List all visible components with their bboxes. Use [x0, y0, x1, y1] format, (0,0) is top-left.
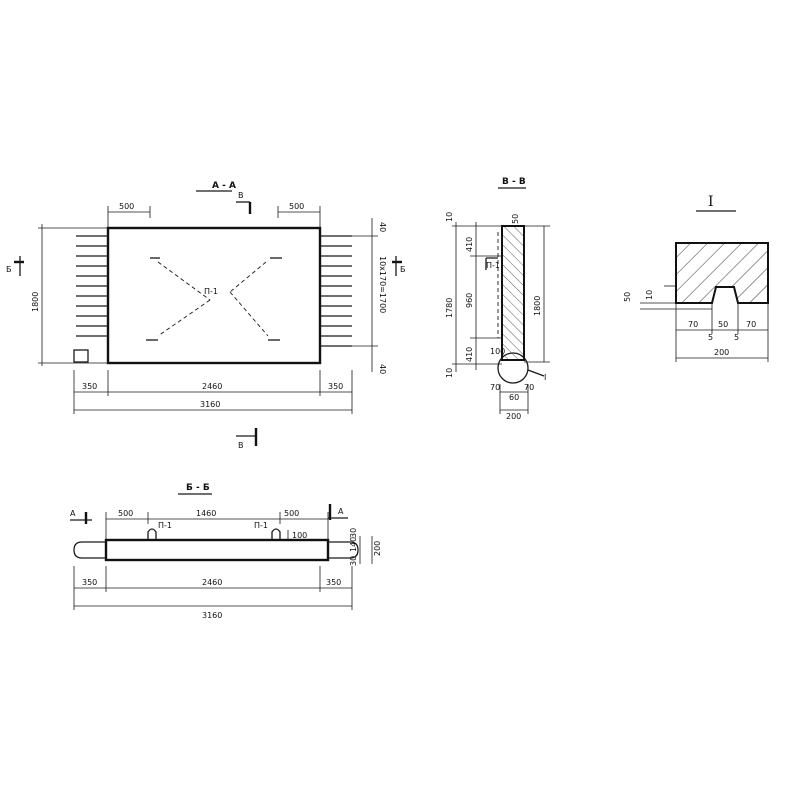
section-vv-dim-w-total: 200 [506, 412, 521, 421]
plan-side-dims: 40 10х170=1700 40 [352, 218, 387, 374]
section-bb-dim-mid: 2460 [202, 578, 222, 587]
section-bb-dim-v1: 30 [349, 556, 358, 566]
plan-dim-side-bot: 40 [378, 364, 387, 374]
detail-I-section [675, 242, 769, 304]
section-vv-loop [485, 257, 498, 270]
section-bb-loop-2 [271, 528, 281, 540]
section-vv-detail-circle [497, 352, 529, 384]
detail-I-dim-left-h: 50 [623, 292, 632, 302]
plan-loops: П-1 [146, 257, 282, 341]
plan-cut-v-bot: В [238, 441, 244, 450]
section-vv-dim-total: 1780 [445, 298, 454, 318]
detail-I-dim-s2: 5 [734, 333, 739, 342]
section-bb-dim-v2: 140 [349, 537, 358, 552]
plan-top-dims: 500 500 [107, 202, 321, 228]
detail-I-dim-total: 200 [714, 348, 729, 357]
plan-dim-top-left: 500 [119, 202, 134, 211]
plan-bottom-dims: 350 2460 350 3160 [73, 370, 353, 414]
detail-I-dim-s1: 5 [708, 333, 713, 342]
section-bb-dim-top-mid: 1460 [196, 509, 216, 518]
section-vv-slab [501, 225, 525, 361]
section-vv-detail-callout: I [544, 373, 546, 382]
plan-dim-left: 350 [82, 382, 97, 391]
section-vv-dim-w2: 60 [509, 393, 519, 402]
plan-cut-v-top: В [238, 191, 244, 200]
section-bb-loop-label-1: П-1 [158, 521, 172, 530]
section-vv-dim-t: 50 [511, 214, 520, 224]
plan-height-dim: 1800 [31, 224, 108, 366]
section-vv-dim-overall: 1800 [533, 296, 542, 316]
detail-I-dim-w3: 70 [746, 320, 756, 329]
detail-I-dim-w2: 50 [718, 320, 728, 329]
section-bb-dim-v3: 30 [349, 528, 358, 538]
plan-dim-mid: 2460 [202, 382, 222, 391]
plan-dim-total: 3160 [200, 400, 220, 409]
plan-dim-right: 350 [328, 382, 343, 391]
section-bb-dim-left: 350 [82, 578, 97, 587]
section-vv-title: В - В [502, 177, 526, 187]
plan-dim-top-right: 500 [289, 202, 304, 211]
plan-title: А - А [212, 181, 236, 191]
section-bb-dim-right: 350 [326, 578, 341, 587]
plan-cut-mark-left: Б [6, 256, 24, 276]
plan-bars-left [73, 235, 108, 363]
section-vv-dim-a: 410 [465, 237, 474, 252]
plan-cut-mark-bottom: В [236, 428, 258, 450]
section-bb: Б - Б П-1 П-1 100 500 1460 500 А А 30 [70, 483, 382, 620]
section-bb-cut-right: А [338, 507, 344, 516]
plan-cut-mark-right: Б [392, 256, 406, 276]
section-bb-slab [104, 538, 330, 562]
plan-bars-right [320, 235, 352, 347]
section-bb-dim-v-total: 200 [373, 541, 382, 556]
section-bb-title: Б - Б [186, 483, 210, 493]
section-bb-loop-1 [147, 528, 157, 540]
section-bb-cut-left: А [70, 509, 76, 518]
section-bb-dim-100: 100 [292, 531, 307, 540]
plan-dim-side: 10х170=1700 [378, 256, 387, 313]
section-vv-dim-w3: 70 [524, 383, 534, 392]
section-bb-dim-top-left: 500 [118, 509, 133, 518]
section-bb-bar-right [328, 541, 359, 559]
plan-loop-label: П-1 [204, 287, 218, 296]
section-vv-dim-100: 100 [490, 347, 505, 356]
plan-view: А - А [6, 181, 406, 450]
detail-I-title: I [708, 194, 714, 210]
detail-I: I 50 10 70 50 70 5 5 200 [623, 194, 769, 362]
detail-I-dim-w1: 70 [688, 320, 698, 329]
section-vv-dim-bot: 10 [445, 368, 454, 378]
section-vv-loop-label: П-1 [486, 261, 500, 270]
section-bb-bar-left [73, 541, 106, 559]
plan-dim-side-top: 40 [378, 222, 387, 232]
section-vv: В - В П-1 I 10 410 960 410 1780 10 100 1… [445, 177, 550, 421]
section-bb-dim-top-right: 500 [284, 509, 299, 518]
section-vv-dim-b: 960 [465, 293, 474, 308]
plan-cut-mark-top: В [236, 191, 252, 214]
plan-dim-height: 1800 [31, 292, 40, 312]
section-vv-dim-c: 410 [465, 347, 474, 362]
section-vv-dim-top: 10 [445, 212, 454, 222]
section-bb-loop-label-2: П-1 [254, 521, 268, 530]
plan-cut-right: Б [400, 265, 406, 274]
section-bb-dim-total: 3160 [202, 611, 222, 620]
detail-I-dim-inner-h: 10 [645, 290, 654, 300]
section-vv-dim-w1: 70 [490, 383, 500, 392]
plan-cut-left: Б [6, 265, 12, 274]
